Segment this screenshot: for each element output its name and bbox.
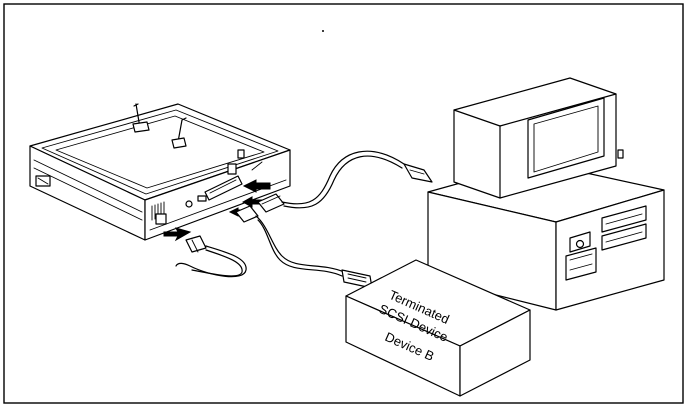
- arrow-power: [163, 227, 192, 242]
- monitor-screen: [527, 97, 605, 179]
- scsi-cable-to-computer: [257, 150, 433, 213]
- scsi-plug-scanner-lower: [235, 205, 259, 223]
- computer-system: [427, 77, 665, 311]
- arrow-scsi-top: [242, 179, 271, 193]
- scsi-plug-scanner-end: [257, 193, 285, 213]
- power-cord: [175, 235, 247, 278]
- device-b-box: Terminated SCSI Device Device B: [345, 259, 531, 397]
- speck: [322, 30, 324, 32]
- scsi-plug-computer-end: [403, 163, 433, 183]
- diagram-frame: [3, 3, 684, 404]
- scsi-cable-to-device: [235, 205, 373, 289]
- power-inlet: [155, 213, 167, 225]
